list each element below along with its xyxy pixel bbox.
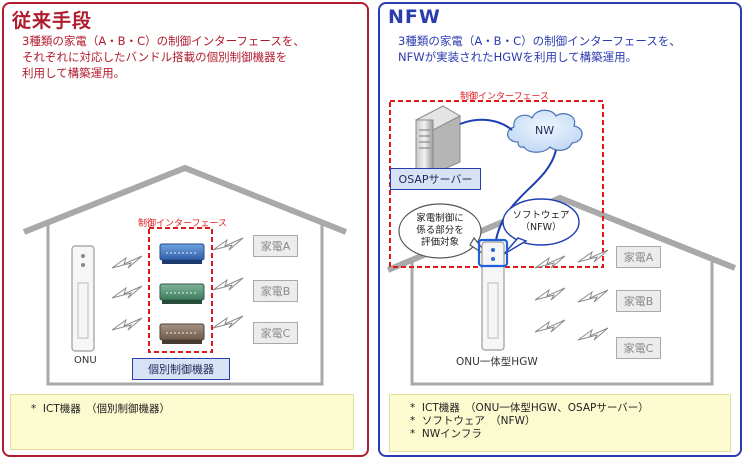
left-appliance-c: 家電C	[253, 322, 298, 344]
left-panel: 従来手段 3種類の家電（A・B・C）の制御インターフェースを、 それぞれに対応し…	[2, 2, 369, 457]
left-panel-description: 3種類の家電（A・B・C）の制御インターフェースを、 それぞれに対応したバンドル…	[22, 34, 305, 80]
lightning-left-group	[111, 237, 244, 331]
nw-cloud-icon	[507, 109, 583, 153]
left-note-line: * ICT機器 （個別制御機器）	[31, 403, 171, 415]
right-panel-title: NFW	[388, 6, 441, 28]
right-appliance-c: 家電C	[616, 337, 661, 359]
left-notes-box: * ICT機器 （個別制御機器）	[10, 394, 354, 450]
control-device-label: 個別制御機器	[132, 358, 230, 380]
right-appliance-b: 家電B	[616, 290, 661, 312]
callout-software-bubble	[502, 198, 580, 255]
right-appliance-a: 家電A	[616, 246, 661, 268]
right-note-line-2: * ソフトウェア （NFW）	[410, 415, 536, 427]
left-appliance-b: 家電B	[253, 280, 298, 302]
callout-eval-text: 家電制御に 係る部分を 評価対象	[416, 213, 464, 248]
nw-cloud-label: NW	[535, 124, 555, 137]
right-note-line-1: * ICT機器 （ONU一体型HGW、OSAPサーバー）	[410, 402, 649, 414]
right-interface-label: 制御インターフェース	[460, 92, 550, 102]
lightning-right-group	[534, 249, 609, 341]
control-device-brown	[159, 323, 205, 344]
control-device-green	[159, 283, 205, 304]
control-device-blue	[159, 243, 205, 264]
right-panel-description: 3種類の家電（A・B・C）の制御インターフェースを、 NFWが実装されたHGWを…	[398, 34, 681, 64]
left-appliance-a: 家電A	[253, 235, 298, 257]
onu-device	[71, 245, 95, 352]
right-note-line-3: * NWインフラ	[410, 428, 482, 440]
onu-label: ONU	[74, 355, 97, 366]
hgw-label: ONU一体型HGW	[456, 356, 538, 368]
left-panel-title: 従来手段	[12, 10, 93, 32]
left-interface-label: 制御インターフェース	[138, 219, 228, 229]
network-lines	[459, 118, 557, 241]
hgw-device	[477, 238, 509, 351]
callout-software-text: ソフトウェア （NFW）	[512, 210, 570, 233]
right-notes-box: * ICT機器 （ONU一体型HGW、OSAPサーバー） * ソフトウェア （N…	[389, 394, 731, 452]
osap-server-label: OSAPサーバー	[390, 168, 481, 190]
left-interface-box	[148, 227, 213, 353]
osap-server-icon	[414, 105, 462, 175]
left-house-outline	[22, 164, 348, 386]
